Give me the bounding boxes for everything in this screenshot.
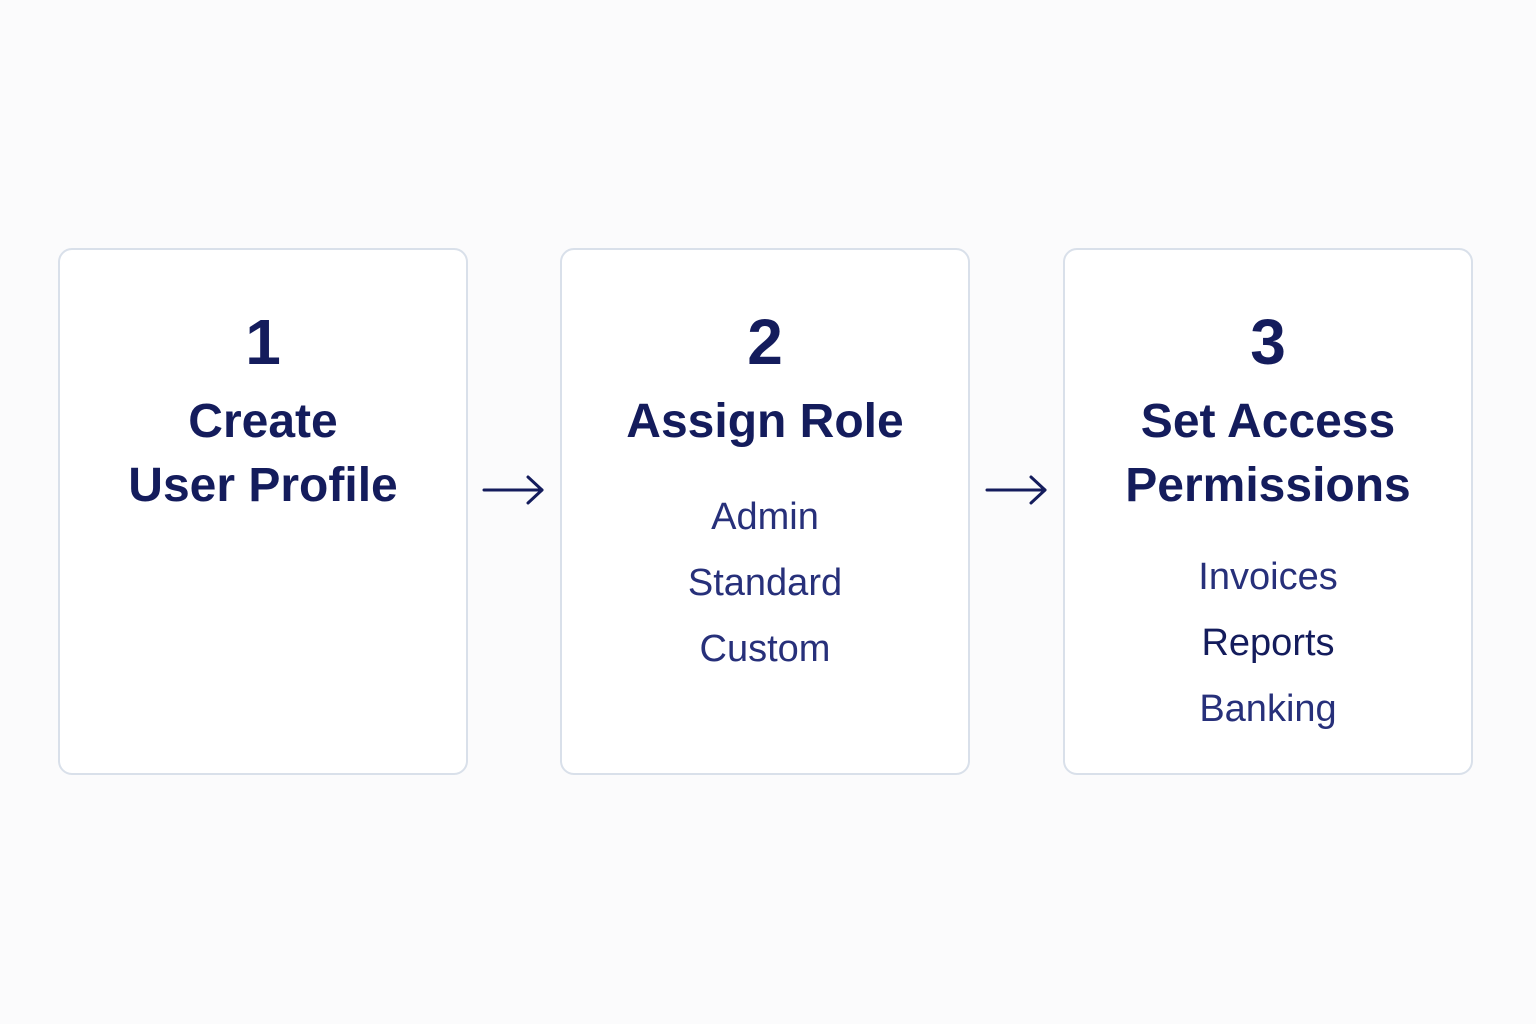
role-option-custom: Custom xyxy=(699,628,831,670)
permission-option-banking: Banking xyxy=(1199,688,1337,730)
step-card-create-user-profile: 1 Create User Profile xyxy=(58,248,468,775)
permission-option-reports: Reports xyxy=(1201,622,1335,664)
step-title: Set Access Permissions xyxy=(1125,395,1411,512)
permission-options-list: Invoices Reports Banking xyxy=(1065,544,1471,742)
permission-option-invoices: Invoices xyxy=(1198,556,1338,598)
step-number: 2 xyxy=(747,306,783,378)
step-title: Assign Role xyxy=(626,395,904,448)
role-option-admin: Admin xyxy=(711,496,819,538)
role-options-list: Admin Standard Custom xyxy=(562,484,968,682)
step-number: 3 xyxy=(1250,306,1286,378)
arrow-right-icon xyxy=(482,475,544,505)
step-card-assign-role: 2 Assign Role Admin Standard Custom xyxy=(560,248,970,775)
step-card-set-access-permissions: 3 Set Access Permissions Invoices Report… xyxy=(1063,248,1473,775)
role-option-standard: Standard xyxy=(687,562,843,604)
step-number: 1 xyxy=(245,306,281,378)
arrow-right-icon xyxy=(985,475,1047,505)
step-title: Create User Profile xyxy=(128,395,398,512)
